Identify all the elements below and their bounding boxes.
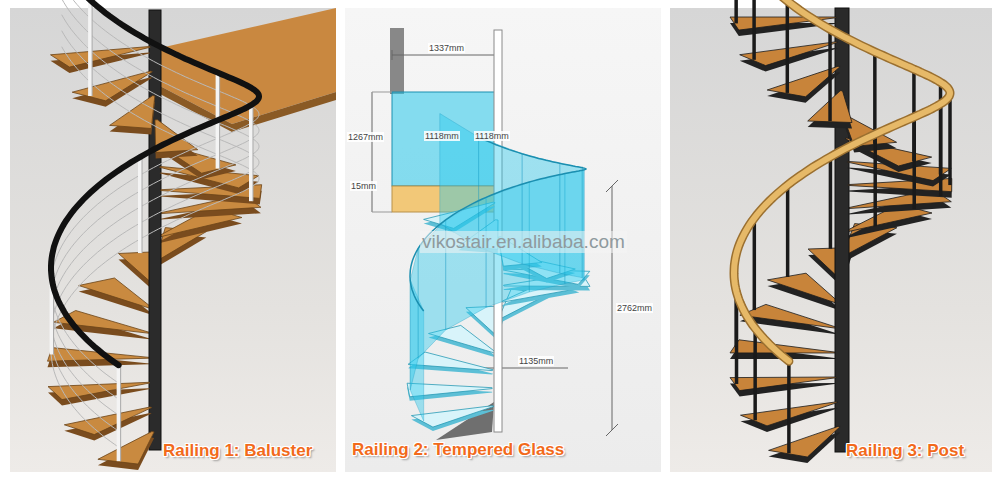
dimension-tick (606, 424, 618, 436)
dimension-line (372, 92, 373, 212)
baluster-post (249, 105, 253, 201)
caption: Railing 2: Tempered Glass (352, 440, 564, 460)
cable-rail (51, 47, 259, 448)
railing-post (752, 0, 756, 60)
railing-post (786, 1, 790, 93)
railing-post (873, 134, 877, 226)
handrail (51, 0, 259, 365)
stair-tread (769, 426, 841, 457)
baluster-post (117, 365, 121, 461)
baluster-shade (120, 365, 121, 461)
panel-ground (670, 8, 992, 472)
railing-post (829, 157, 833, 249)
stair-tread (98, 432, 154, 465)
railing-post (828, 29, 832, 121)
extension-line (372, 92, 392, 93)
dimension-tick (606, 180, 618, 192)
extension-line (372, 212, 392, 213)
caption: Railing 3: Post (846, 441, 964, 461)
stair-tread (51, 47, 151, 68)
baluster-post (88, 0, 92, 96)
dimension-line (392, 55, 498, 56)
stair-tread (79, 278, 153, 309)
post-staircase (730, 0, 952, 463)
baluster-staircase (48, 0, 337, 470)
railing-post (753, 328, 757, 420)
dimension-label: 1118mm (424, 131, 460, 141)
stair-tread (110, 96, 155, 129)
railing-post (939, 82, 943, 174)
railing-post (786, 185, 790, 277)
dimension-label: 1135mm (518, 356, 554, 366)
dimension-label: 15mm (350, 181, 377, 191)
dimension-label: 1118mm (474, 131, 510, 141)
railing-post (734, 0, 738, 23)
railing-post (787, 361, 791, 453)
baluster-shade (92, 0, 93, 96)
caption: Railing 1: Baluster (163, 441, 312, 461)
handrail (734, 0, 950, 361)
dimension-label: 2762mm (616, 303, 653, 313)
dimension-label: 1337mm (428, 43, 465, 53)
stair-tread (730, 377, 837, 391)
dimension-tick (392, 50, 393, 60)
baluster-post (138, 157, 142, 253)
handrail-shadow (734, 0, 950, 361)
glass-panel (410, 248, 418, 390)
glass-top-edge (410, 137, 586, 311)
panel-ground (345, 8, 661, 472)
watermark: vikostair.en.alibaba.com (420, 231, 627, 253)
wall-plate (390, 28, 404, 94)
baluster-shade (142, 157, 143, 253)
dimension-line (612, 186, 613, 430)
railing-post (753, 218, 757, 310)
glass-panel (522, 154, 560, 273)
dimension-label: 1267mm (347, 132, 384, 142)
baluster-shade (252, 105, 253, 201)
stair-tread (768, 273, 841, 304)
glass-panel (560, 163, 582, 277)
railing-post (948, 93, 952, 185)
